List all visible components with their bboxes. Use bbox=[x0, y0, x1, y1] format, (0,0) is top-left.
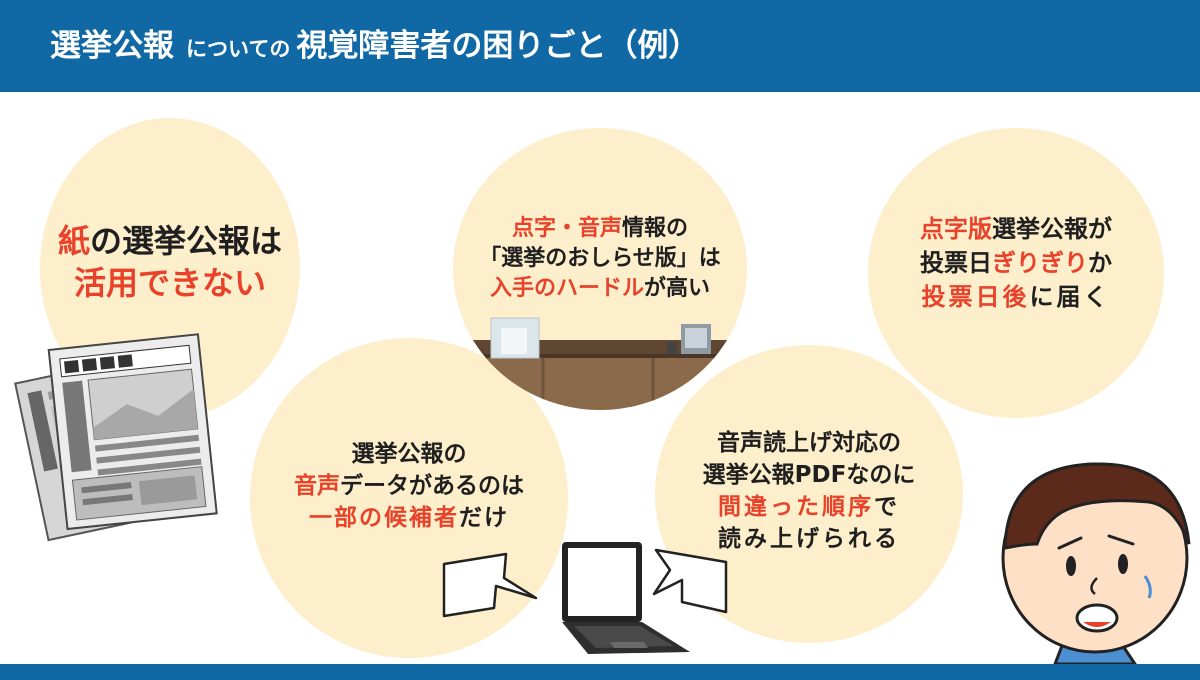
worried-person-icon bbox=[1001, 462, 1191, 664]
header-bar: 選挙公報についての視覚障害者の困りごと（例） bbox=[0, 0, 1200, 92]
bubble-paper-line-2: 活用できない bbox=[73, 264, 266, 302]
bubble-pdf-order-text: 音声読上げ対応の 選挙公報PDFなのに 間違った順序で 読み上げられる bbox=[702, 430, 916, 552]
title-part-1: 選挙公報 bbox=[50, 28, 174, 64]
speech-bubble-icon-right bbox=[652, 548, 728, 614]
footer-bar bbox=[0, 664, 1200, 680]
newspaper-icon bbox=[14, 333, 218, 542]
bubble-paper-line-1: 紙の選挙公報は bbox=[57, 222, 283, 260]
bubble-paper-text: 紙の選挙公報は 活用できない bbox=[40, 220, 300, 304]
bubble-braille-late-bg bbox=[868, 128, 1164, 418]
bubble-audio-data-text: 選挙公報の 音声データがあるのは 一部の候補者だけ bbox=[294, 441, 524, 531]
laptop-icon bbox=[562, 542, 690, 654]
bubble-audio-data-bg bbox=[250, 338, 568, 658]
page-title: 選挙公報についての視覚障害者の困りごと（例） bbox=[50, 26, 699, 71]
title-part-3: 視覚障害者の困りごと（例） bbox=[296, 28, 700, 64]
counter-desk-icon bbox=[453, 317, 747, 410]
bubble-braille-audio-text: 点字・音声情報の 「選挙のおしらせ版」は 入手のハードルが高い bbox=[479, 216, 721, 301]
title-part-2: についての bbox=[186, 37, 291, 61]
speech-bubble-icon-left bbox=[442, 552, 538, 618]
bubble-braille-late-text: 点字版選挙公報が 投票日ぎりぎりか 投票日後に届く bbox=[920, 215, 1112, 311]
